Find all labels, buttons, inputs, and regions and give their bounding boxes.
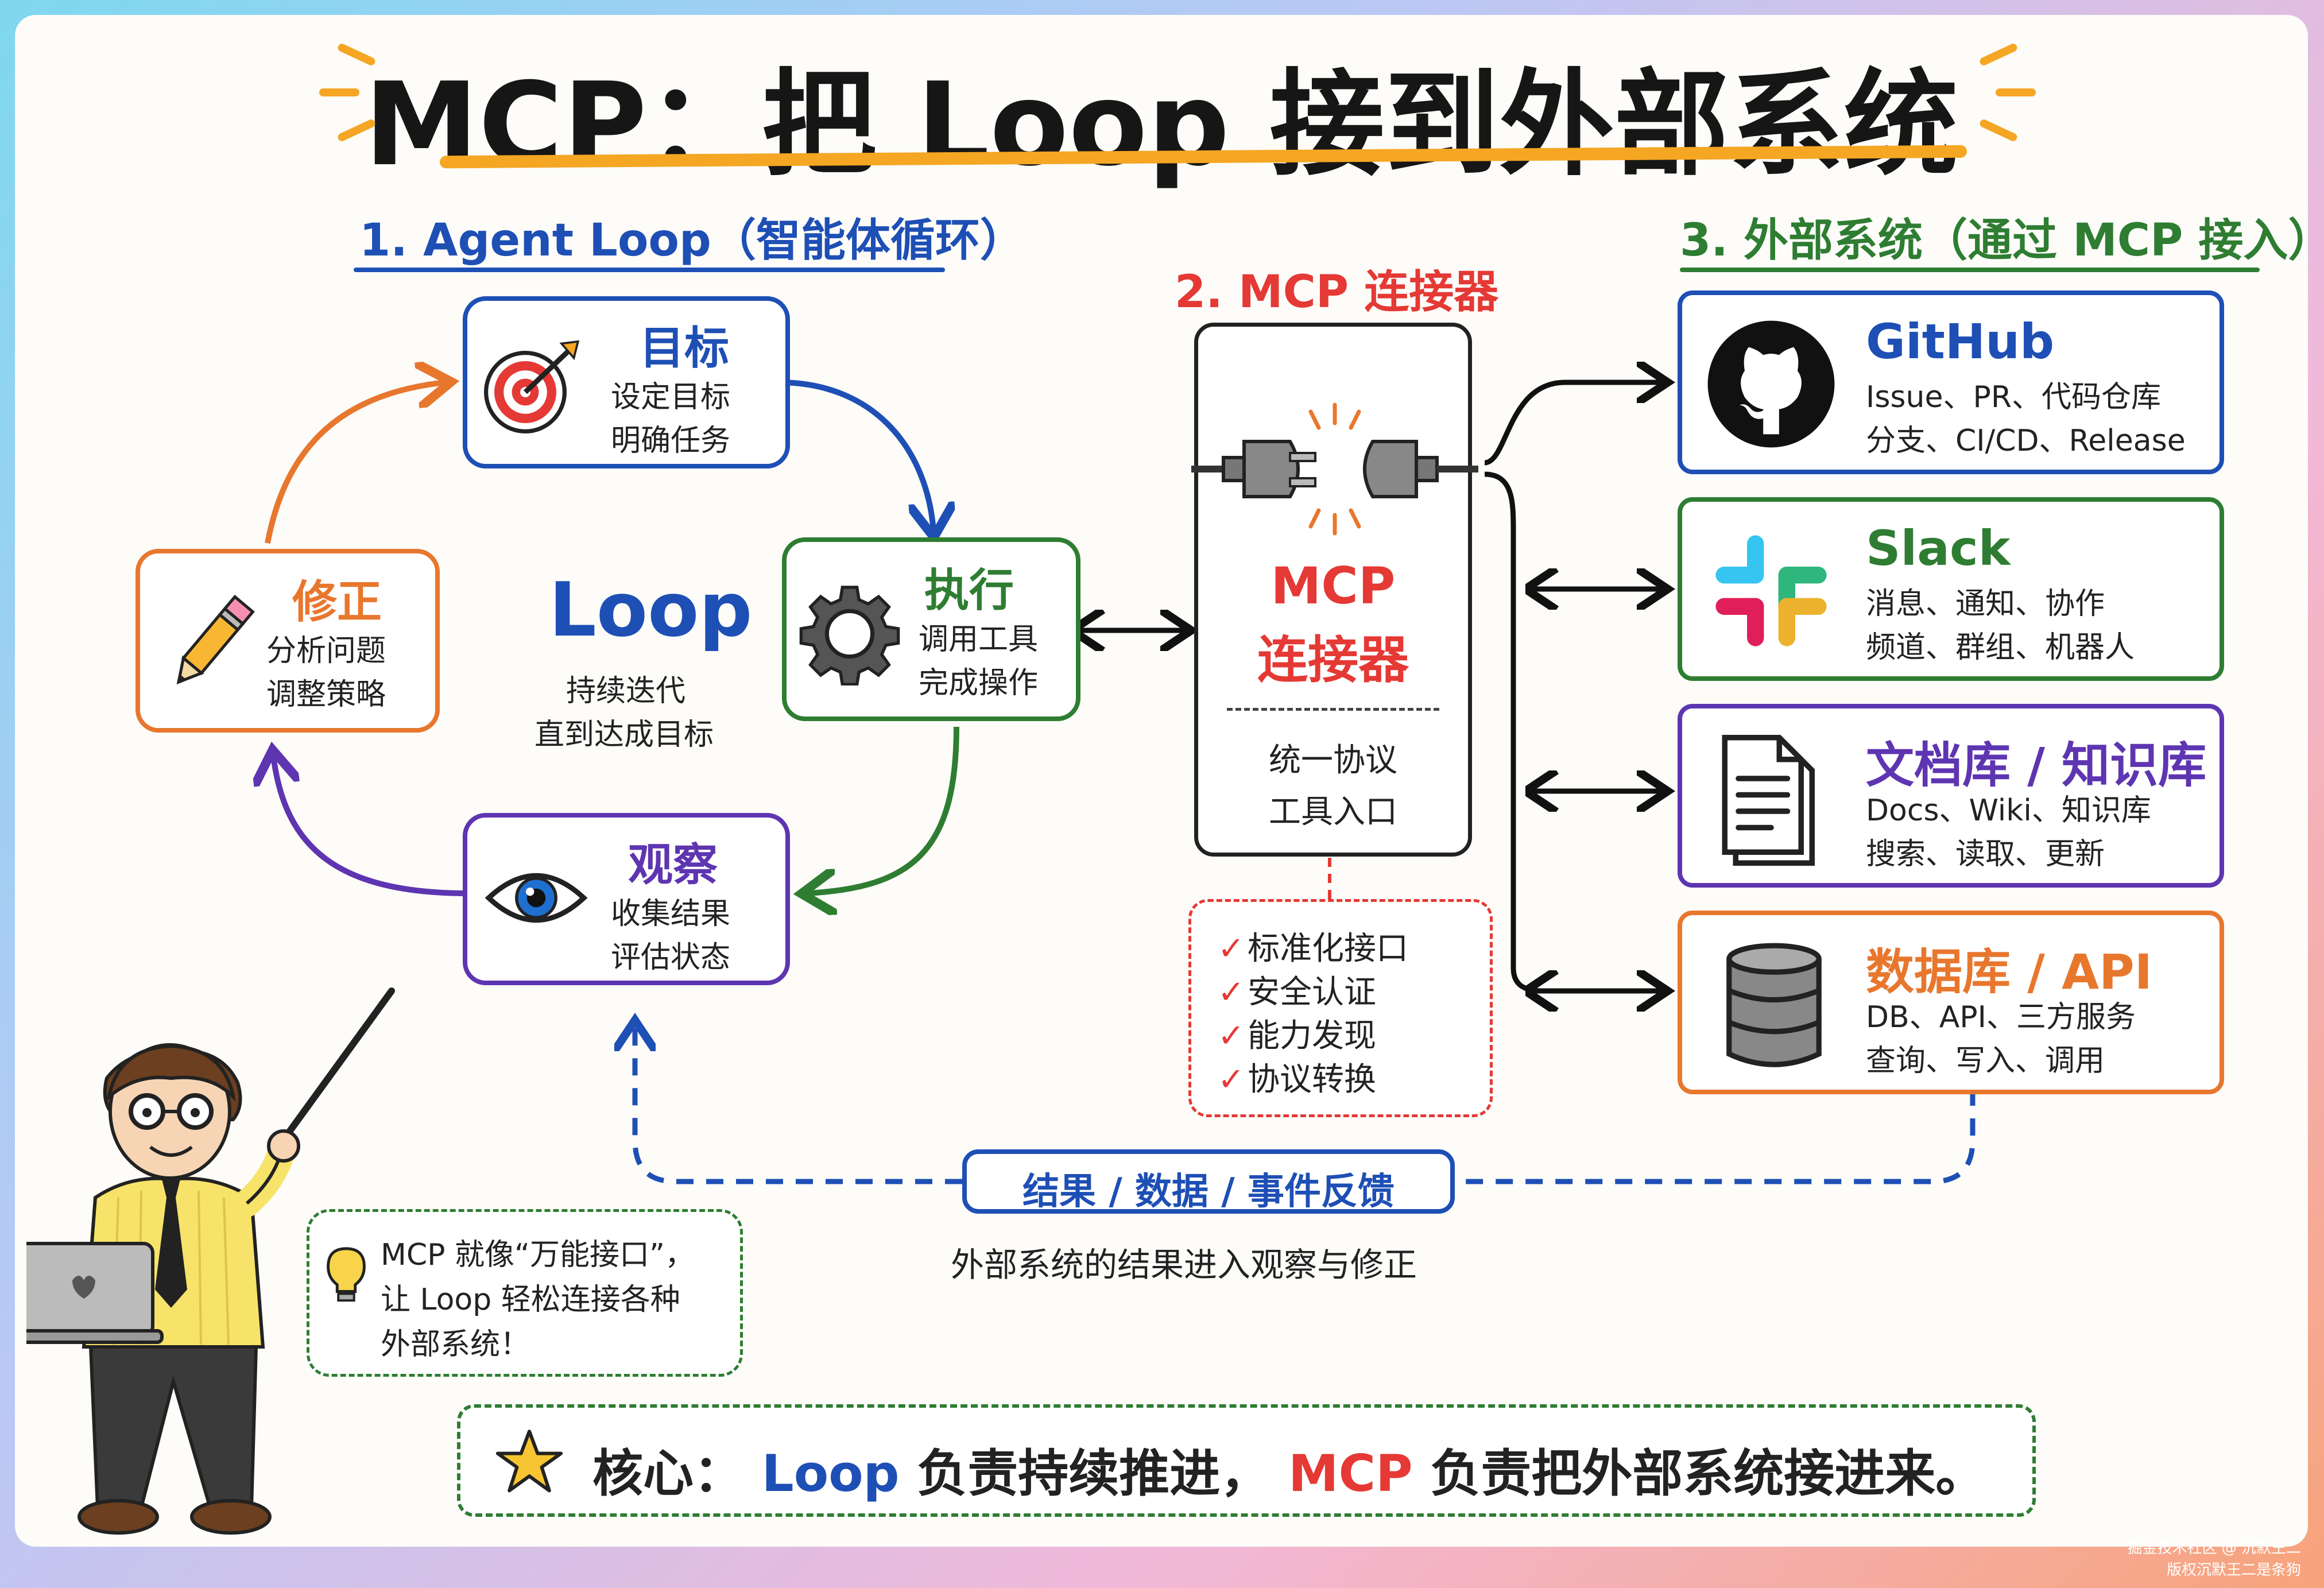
feedback-line [1455, 1089, 1976, 1184]
arrow-observe-to-revise [273, 756, 469, 896]
github-icon [1707, 320, 1835, 448]
database-line2: 查询、写入、调用 [1866, 1044, 2105, 1078]
connector-desc-line2: 工具入口 [1269, 793, 1397, 831]
github-title: GitHub [1866, 313, 2055, 370]
arrow-execute-to-observe [807, 726, 959, 893]
docs-title: 文档库 / 知识库 [1866, 737, 2207, 793]
target-icon [484, 340, 580, 433]
loop-center-line2: 直到达成目标 [534, 718, 714, 752]
teacher-character [26, 987, 395, 1535]
connector-desc-line1: 统一协议 [1269, 742, 1397, 779]
arrow-revise-to-goal [265, 382, 446, 544]
revise-title: 修正 [292, 576, 382, 628]
core-text: 核心： Loop 负责持续推进， MCP 负责把外部系统接进来。 [592, 1433, 1986, 1506]
speech-line2: 让 Loop 轻松连接各种 [381, 1283, 680, 1317]
docs-line1: Docs、Wiki、知识库 [1866, 793, 2151, 828]
plug-icon [1191, 402, 1478, 536]
external-docs: 文档库 / 知识库 Docs、Wiki、知识库 搜索、读取、更新 [1678, 704, 2224, 888]
slack-icon [1715, 535, 1827, 646]
cable-main [1484, 471, 1543, 994]
section-agent-loop-heading: 1. Agent Loop（智能体循环） [359, 215, 1025, 266]
execute-line2: 完成操作 [919, 666, 1039, 700]
document-icon [1722, 735, 1815, 866]
github-line2: 分支、CI/CD、Release [1866, 424, 2186, 458]
slack-line2: 频道、群组、机器人 [1866, 630, 2135, 665]
loop-node-revise: 修正 分析问题 调整策略 [135, 549, 440, 733]
loop-center-line1: 持续迭代 [566, 674, 686, 708]
section-external-heading: 3. 外部系统（通过 MCP 接入） [1680, 215, 2308, 266]
goal-line2: 明确任务 [611, 424, 731, 458]
watermark-line2: 版权沉默王二是条狗 [2166, 1562, 2301, 1579]
core-prefix: 核心： [592, 1444, 745, 1503]
section-external-underline [1680, 268, 2260, 272]
pencil-icon [176, 594, 255, 685]
gear-icon [799, 586, 900, 685]
loop-node-observe: 观察 收集结果 评估状态 [463, 813, 790, 985]
database-icon [1726, 943, 1822, 1067]
observe-title: 观察 [628, 839, 718, 891]
speech-line1: MCP 就像“万能接口”， [381, 1238, 695, 1272]
core-takeaway-box: 核心： Loop 负责持续推进， MCP 负责把外部系统接进来。 [457, 1404, 2036, 1517]
feature-item: ✓ 能力发现 [1218, 1017, 1377, 1055]
page-title: MCP：把 Loop 接到外部系统 [364, 58, 1959, 192]
slack-line1: 消息、通知、协作 [1866, 587, 2105, 621]
loop-center-title: Loop [549, 566, 753, 653]
github-line1: Issue、PR、代码仓库 [1866, 380, 2161, 415]
feature-item: ✓ 安全认证 [1218, 974, 1377, 1011]
slack-title: Slack [1866, 520, 2011, 576]
connector-divider [1227, 708, 1439, 711]
feature-item: ✓ 协议转换 [1218, 1061, 1377, 1098]
watermark-line1: 掘金技术社区 @ 沉默王二 [2127, 1540, 2301, 1557]
revise-line1: 分析问题 [266, 634, 386, 668]
flow-arrows [15, 15, 1976, 1184]
mcp-connector-box: MCP 连接器 统一协议 工具入口 [1191, 323, 1478, 857]
eye-icon [485, 873, 588, 923]
feature-item: ✓ 标准化接口 [1218, 930, 1409, 967]
observe-line2: 评估状态 [611, 940, 731, 975]
check-icon: ✓ [1218, 930, 1245, 967]
main-card: MCP：把 Loop 接到外部系统 1. Agent Loop（智能体循环） 2… [15, 15, 2308, 1547]
check-icon: ✓ [1218, 974, 1245, 1011]
feedback-line-left [635, 1025, 962, 1184]
execute-title: 执行 [924, 565, 1014, 617]
database-line1: DB、API、三方服务 [1866, 1000, 2136, 1035]
title-spark [319, 88, 359, 96]
section-agent-loop-underline [354, 268, 945, 272]
loop-node-goal: 目标 设定目标 明确任务 [463, 296, 790, 468]
title-spark [1996, 88, 2036, 96]
external-database: 数据库 / API DB、API、三方服务 查询、写入、调用 [1678, 911, 2224, 1094]
core-loop: Loop [761, 1444, 900, 1503]
connector-label-line1: MCP [1271, 556, 1396, 615]
check-icon: ✓ [1218, 1061, 1245, 1098]
goal-line1: 设定目标 [611, 380, 731, 415]
core-mid: 负责持续推进， [917, 1444, 1271, 1503]
execute-line1: 调用工具 [919, 622, 1039, 657]
check-icon: ✓ [1218, 1017, 1245, 1055]
arrow-goal-to-execute [778, 379, 934, 532]
observe-line1: 收集结果 [611, 897, 731, 931]
section-connector-heading: 2. MCP 连接器 [1175, 266, 1499, 318]
connector-features-box: ✓ 标准化接口 ✓ 安全认证 ✓ 能力发现 ✓ 协议转换 [1188, 899, 1493, 1117]
goal-title: 目标 [640, 323, 730, 374]
feedback-pill: 结果 / 数据 / 事件反馈 [962, 1149, 1455, 1214]
external-github: GitHub Issue、PR、代码仓库 分支、CI/CD、Release [1678, 291, 2224, 474]
cable-to-github [1484, 382, 1663, 466]
feedback-caption: 外部系统的结果进入观察与修正 [951, 1245, 1417, 1284]
core-mcp: MCP [1288, 1444, 1413, 1503]
core-suffix: 负责把外部系统接进来。 [1430, 1444, 1986, 1503]
speech-bubble: MCP 就像“万能接口”， 让 Loop 轻松连接各种 外部系统！ [307, 1209, 743, 1377]
loop-node-execute: 执行 调用工具 完成操作 [782, 537, 1080, 721]
star-icon [495, 1430, 563, 1493]
speech-line3: 外部系统！ [381, 1327, 530, 1362]
connector-label-line2: 连接器 [1257, 630, 1409, 690]
external-slack: Slack 消息、通知、协作 频道、群组、机器人 [1678, 497, 2224, 681]
lightbulb-icon [327, 1247, 366, 1302]
docs-line2: 搜索、读取、更新 [1866, 837, 2105, 872]
feedback-label: 结果 / 数据 / 事件反馈 [1022, 1171, 1395, 1213]
revise-line2: 调整策略 [266, 677, 386, 712]
database-title: 数据库 / API [1866, 944, 2152, 1000]
